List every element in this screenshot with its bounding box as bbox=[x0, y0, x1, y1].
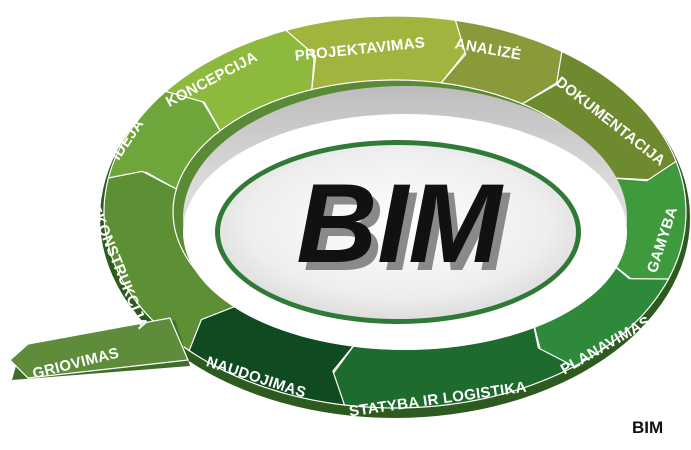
bim-oval bbox=[220, 145, 576, 319]
bim-title-shadow: BIM bbox=[303, 169, 511, 294]
bim-title: BIM bbox=[296, 161, 504, 286]
figure-caption: BIM bbox=[632, 418, 664, 437]
griovimas-arrow bbox=[9, 317, 189, 379]
